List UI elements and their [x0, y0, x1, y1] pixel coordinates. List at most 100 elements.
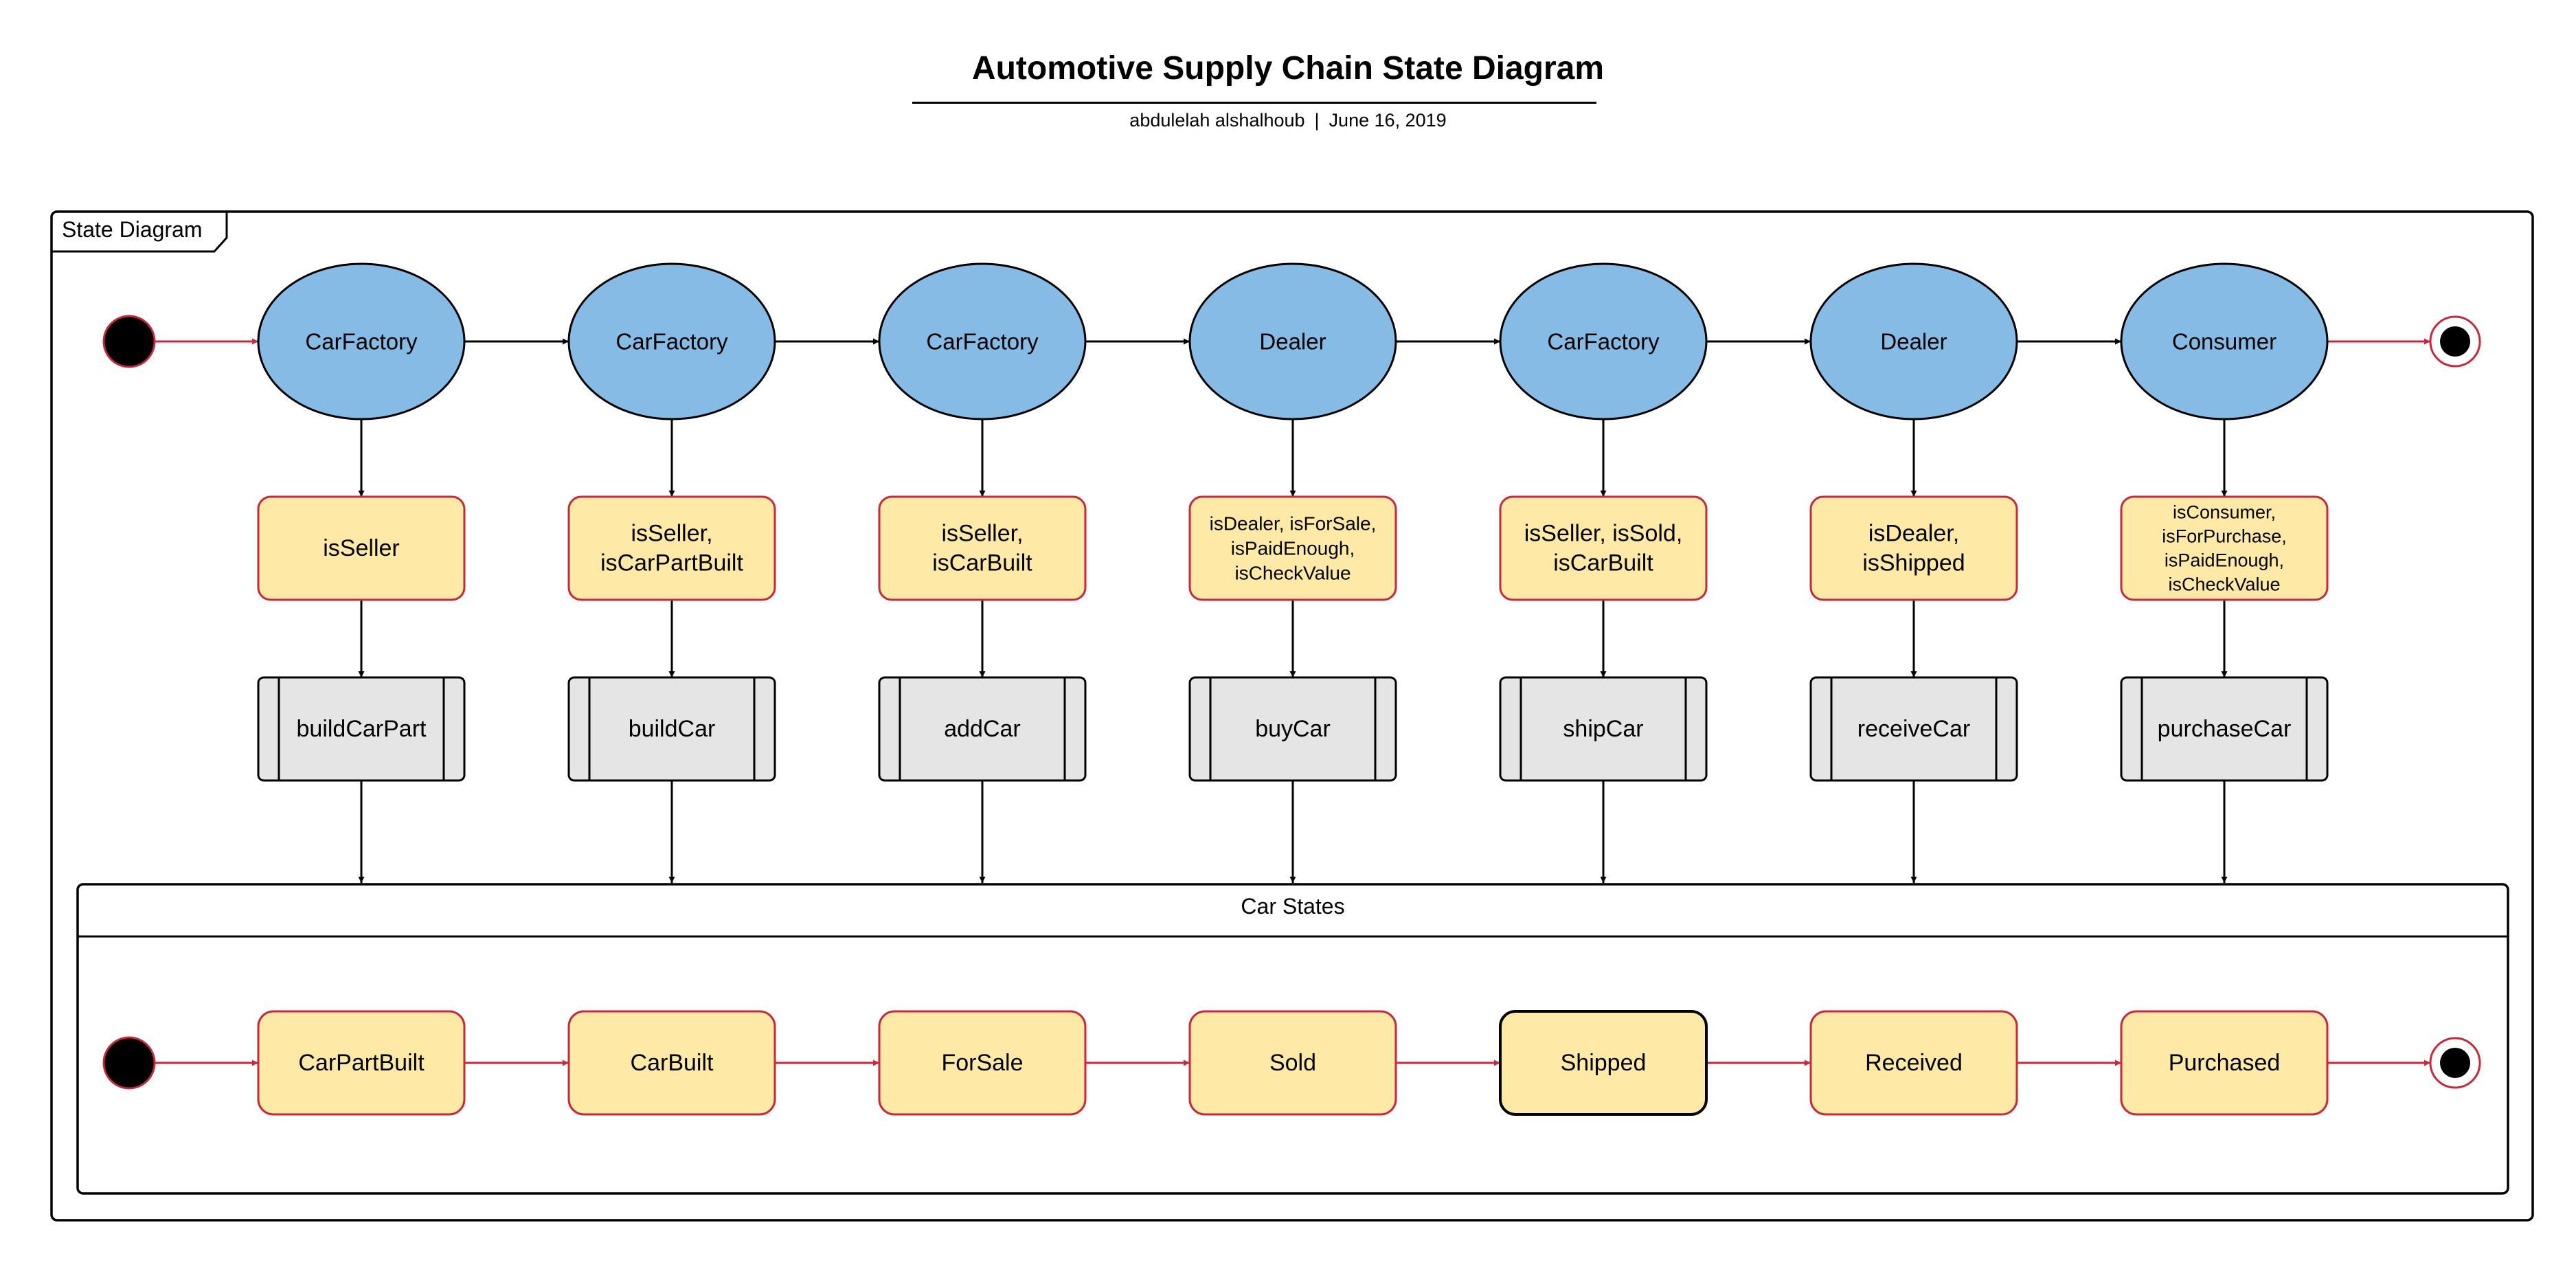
action-box — [1809, 676, 2018, 782]
actor-state-5[interactable]: CarFactory — [1499, 262, 1708, 420]
car-state-box — [567, 1010, 776, 1116]
guard-label: isSeller — [323, 535, 399, 561]
actor-state-4[interactable]: Dealer — [1188, 262, 1397, 420]
title-underline — [912, 102, 1596, 104]
actor-label: CarFactory — [615, 329, 728, 355]
guard-label: isPaidEnough, — [2165, 550, 2284, 571]
guard-box — [878, 495, 1087, 601]
guard-label: isSeller, isSold, — [1524, 521, 1683, 547]
action-2[interactable]: buildCar — [567, 676, 776, 782]
guard-label: isPaidEnough, — [1231, 538, 1355, 559]
car-state-box — [1188, 1010, 1397, 1116]
car-state-box — [2120, 1010, 2329, 1116]
guard-box — [1188, 495, 1397, 601]
car-state-box — [257, 1010, 466, 1116]
car-state-sold[interactable]: Sold — [1188, 1010, 1397, 1116]
action-label: receiveCar — [1857, 716, 1970, 742]
actor-label: CarFactory — [305, 329, 418, 355]
guard-box — [1499, 495, 1708, 601]
actor-state-3[interactable]: CarFactory — [878, 262, 1087, 420]
actor-state-7[interactable]: Consumer — [2120, 262, 2329, 420]
action-nodes: buildCarPart buildCar addCar buyCar shipCar r… — [257, 676, 2329, 782]
car-state-label: Received — [1865, 1050, 1963, 1076]
subtitle-separator: | — [1314, 110, 1320, 131]
guard-label: isCarPartBuilt — [600, 550, 743, 576]
action-box — [878, 676, 1087, 782]
guard-condition-5[interactable]: isSeller, isSold, isCarBuilt — [1499, 495, 1708, 601]
actor-label: Dealer — [1259, 329, 1326, 355]
actor-ellipse — [878, 262, 1087, 420]
car-state-carbuilt[interactable]: CarBuilt — [567, 1010, 776, 1116]
guard-label: isSeller, — [941, 521, 1023, 547]
action-label: buildCarPart — [297, 716, 427, 742]
guard-condition-2[interactable]: isSeller,isCarPartBuilt — [567, 495, 776, 601]
car-state-purchased[interactable]: Purchased — [2120, 1010, 2329, 1116]
action-6[interactable]: receiveCar — [1809, 676, 2018, 782]
guard-condition-7[interactable]: isConsumer, isForPurchase, isPaidEnough, is… — [2120, 495, 2329, 601]
guard-label: isCheckValue — [2168, 574, 2280, 595]
actor-state-2[interactable]: CarFactory — [567, 262, 776, 420]
actor-flow-initial-node — [102, 315, 156, 368]
guard-condition-1[interactable]: isSeller — [257, 495, 466, 601]
car-states-final-node-dot — [2440, 1048, 2470, 1078]
diagram-header: Automotive Supply Chain State Diagram ab… — [0, 0, 2576, 137]
guard-box — [257, 495, 466, 601]
author-name: abdulelah alshalhoub — [1129, 110, 1305, 131]
car-states-title: Car States — [1241, 894, 1344, 919]
guard-conditions: isSellerisSeller,isCarPartBuiltisSeller,… — [257, 495, 2329, 601]
action-5[interactable]: shipCar — [1499, 676, 1708, 782]
car-states-container — [76, 883, 2509, 1195]
guard-label: isDealer, isForSale, — [1210, 513, 1377, 535]
page-subtitle: abdulelah alshalhoub|June 16, 2019 — [0, 110, 2576, 131]
actor-flow-final-node-dot — [2440, 326, 2470, 357]
actor-ellipse — [1188, 262, 1397, 420]
action-4[interactable]: buyCar — [1188, 676, 1397, 782]
car-state-box — [1499, 1010, 1708, 1116]
guard-condition-3[interactable]: isSeller, isCarBuilt — [878, 495, 1087, 601]
frame-label: State Diagram — [62, 217, 203, 242]
car-state-nodes: CarPartBuilt CarBuilt ForSale Sold Shipped Re… — [257, 1010, 2329, 1116]
guard-condition-6[interactable]: isDealer,isShipped — [1809, 495, 2018, 601]
car-state-label: ForSale — [941, 1050, 1023, 1076]
car-state-forsale[interactable]: ForSale — [878, 1010, 1087, 1116]
actor-label: Consumer — [2172, 329, 2276, 355]
guard-box — [1809, 495, 2018, 601]
terminal-nodes — [102, 315, 2481, 1090]
guard-label: isDealer, — [1868, 521, 1959, 547]
action-box — [1188, 676, 1397, 782]
actor-ellipse — [257, 262, 466, 420]
car-state-received[interactable]: Received — [1809, 1010, 2018, 1116]
actor-label: Dealer — [1880, 329, 1947, 355]
action-3[interactable]: addCar — [878, 676, 1087, 782]
guard-label: isCheckValue — [1234, 563, 1351, 584]
car-state-label: Purchased — [2169, 1050, 2281, 1076]
actor-ellipse — [1499, 262, 1708, 420]
action-1[interactable]: buildCarPart — [257, 676, 466, 782]
actor-label: CarFactory — [1547, 329, 1660, 355]
guard-label: isCarBuilt — [1553, 550, 1653, 576]
action-7[interactable]: purchaseCar — [2120, 676, 2329, 782]
car-state-label: Shipped — [1561, 1050, 1647, 1076]
guard-label: isCarBuilt — [932, 550, 1032, 576]
action-box — [257, 676, 466, 782]
car-state-shipped[interactable]: Shipped — [1499, 1010, 1708, 1116]
action-box — [2120, 676, 2329, 782]
guard-box — [2120, 495, 2329, 601]
actor-state-1[interactable]: CarFactory — [257, 262, 466, 420]
car-state-carpartbuilt[interactable]: CarPartBuilt — [257, 1010, 466, 1116]
guard-label: isForPurchase, — [2162, 526, 2287, 547]
actor-ellipse — [567, 262, 776, 420]
action-label: buyCar — [1255, 716, 1331, 742]
actor-state-6[interactable]: Dealer — [1809, 262, 2018, 420]
action-box — [1499, 676, 1708, 782]
car-state-label: CarBuilt — [631, 1050, 714, 1076]
actor-label: CarFactory — [926, 329, 1039, 355]
actor-ellipse — [1809, 262, 2018, 420]
guard-label: isConsumer, — [2173, 502, 2276, 523]
guard-box — [567, 495, 776, 601]
connectors — [155, 338, 2430, 1066]
guard-condition-4[interactable]: isDealer, isForSale, isPaidEnough, isCheck… — [1188, 495, 1397, 601]
actor-ellipse — [2120, 262, 2329, 420]
action-label: shipCar — [1563, 716, 1643, 742]
